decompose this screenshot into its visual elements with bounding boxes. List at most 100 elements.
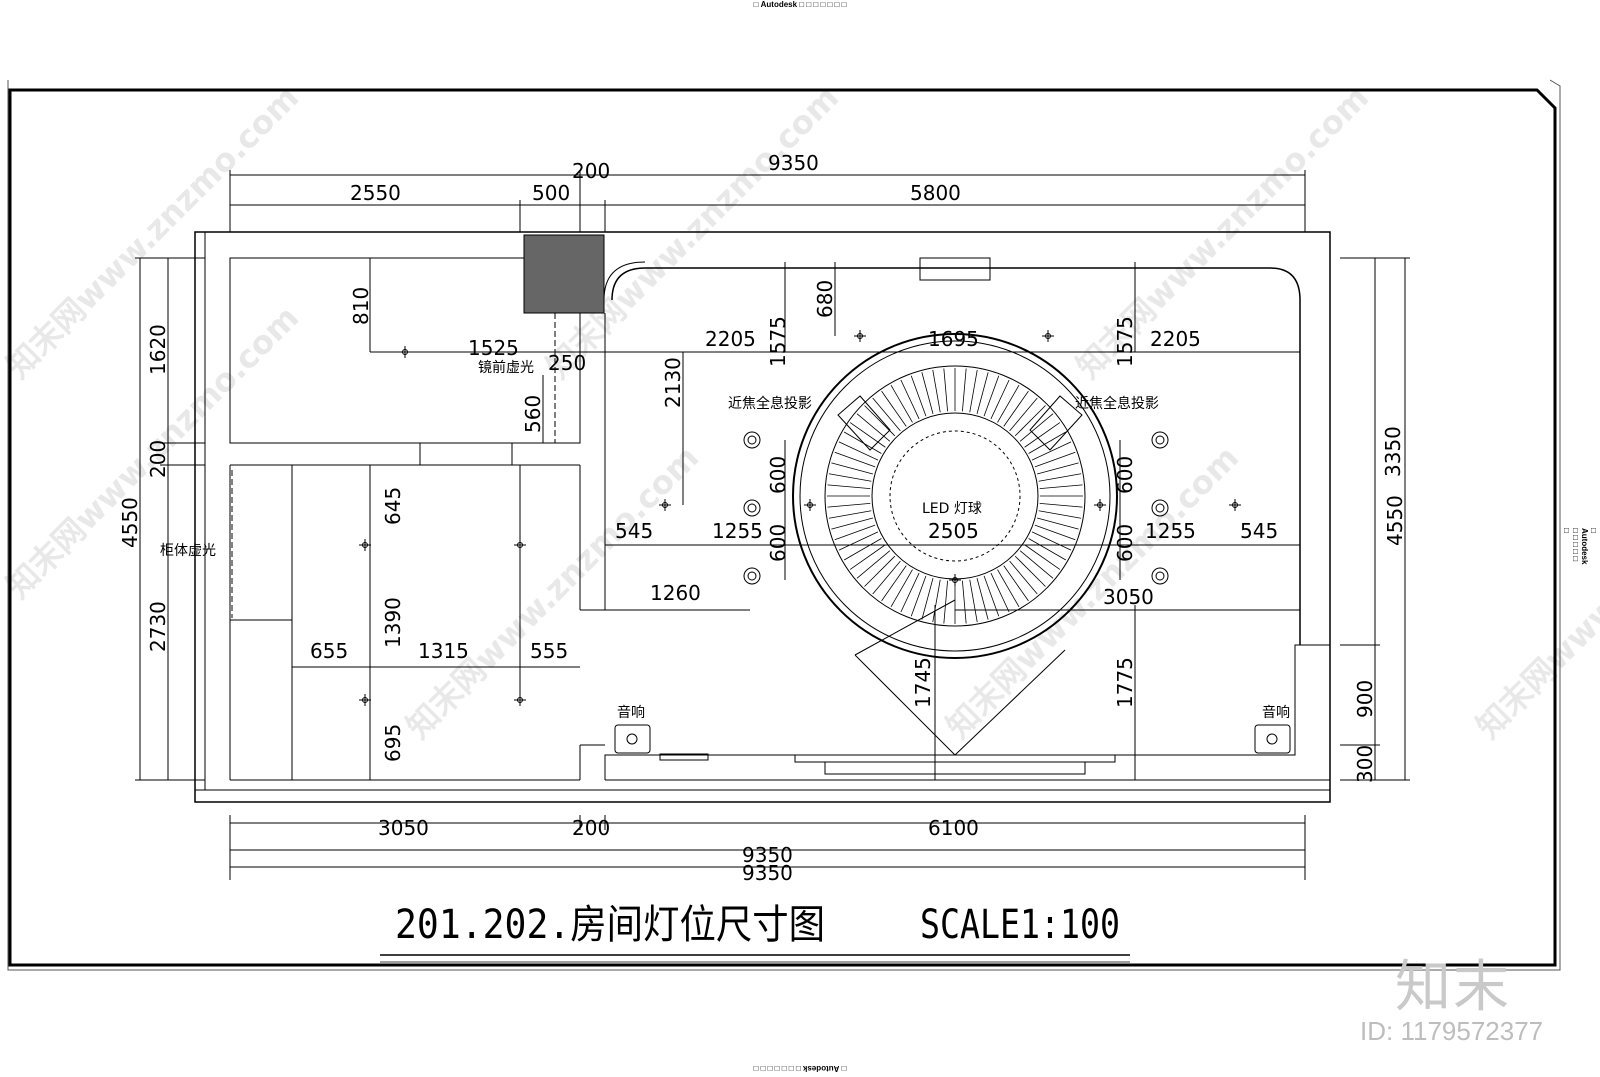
- dim-1695: 1695: [928, 327, 979, 351]
- label-mirror-light: 镜前虚光: [478, 359, 534, 376]
- dim-bottom-6100: 6100: [928, 816, 979, 840]
- dome-ray: [1028, 538, 1067, 561]
- dim-1575-left: 1575: [766, 316, 790, 367]
- dim-bottom-3050: 3050: [378, 816, 429, 840]
- dim-1775: 1775: [1113, 657, 1137, 708]
- dome-ray: [828, 473, 872, 482]
- spotlight-icon: [1151, 567, 1169, 585]
- dome-ray: [969, 369, 978, 413]
- drawing-title: 201.202.房间灯位尺寸图: [395, 902, 825, 948]
- spotlight-icon: [747, 571, 757, 581]
- dim-left-200: 200: [146, 440, 170, 478]
- dome-ray: [976, 372, 989, 414]
- spotlight-icon: [747, 435, 757, 445]
- dim-left-1620: 1620: [146, 324, 170, 375]
- dome-ray: [962, 580, 967, 624]
- downlight-icon: [804, 499, 816, 511]
- dome-ray: [827, 484, 871, 489]
- dim-right-4550: 4550: [1383, 495, 1407, 546]
- label-speaker-right: 音响: [1262, 704, 1290, 721]
- dim-1255-left: 1255: [712, 519, 763, 543]
- dome-ray: [856, 413, 891, 442]
- dim-top-5800: 5800: [910, 181, 961, 205]
- dome-ray: [1019, 413, 1054, 442]
- dome-ray: [962, 368, 967, 412]
- dome-ray: [1003, 565, 1029, 602]
- autodesk-print-banner-top: □ Autodesk □ □ □ □ □ □ □: [753, 0, 847, 9]
- spotlight-icon: [1151, 431, 1169, 449]
- label-cabinet-light: 柜体虚光: [160, 543, 216, 559]
- dim-655: 655: [310, 639, 348, 663]
- dome-ray: [881, 565, 907, 602]
- dome-ray: [828, 510, 872, 519]
- dome-ray: [921, 578, 934, 620]
- dome-ray: [910, 575, 927, 617]
- spotlight-icon: [1155, 435, 1165, 445]
- wardrobe-area: [229, 257, 581, 444]
- downlight-icon: [807, 502, 813, 508]
- spotlight-icon: [1155, 503, 1165, 513]
- dim-top-2550: 2550: [350, 181, 401, 205]
- dome-ray: [864, 555, 896, 587]
- dome-ray: [1003, 390, 1029, 427]
- dim-555: 555: [530, 639, 568, 663]
- dome-ray: [890, 569, 913, 608]
- dim-600-left-1: 600: [766, 456, 790, 494]
- dome-ray: [856, 550, 891, 579]
- dim-1315: 1315: [418, 639, 469, 663]
- downlight-icon: [1045, 333, 1051, 339]
- dome-ray: [827, 503, 871, 508]
- dome-ray: [1028, 431, 1067, 454]
- dome-ray: [976, 578, 989, 620]
- dome-ray: [1031, 531, 1072, 551]
- dimension-lines: [135, 170, 1410, 880]
- downlight-icon: [854, 330, 866, 342]
- spotlight-icon: [1155, 571, 1165, 581]
- dim-right-3350: 3350: [1381, 426, 1405, 477]
- dim-545-left: 545: [615, 519, 653, 543]
- dome-ray: [1014, 555, 1046, 587]
- downlight-icon: [1042, 330, 1054, 342]
- downlight-icon: [359, 694, 371, 706]
- dome-ray: [1039, 503, 1083, 508]
- dim-right-900: 900: [1353, 680, 1377, 718]
- dim-left-4550: 4550: [118, 497, 142, 548]
- dome-ray: [983, 375, 1000, 417]
- downlight-icon: [1097, 502, 1103, 508]
- dim-600-right-2: 600: [1113, 524, 1137, 562]
- dome-ray: [831, 517, 873, 530]
- spotlight-icon: [1151, 499, 1169, 517]
- dome-ray: [849, 422, 886, 448]
- dome-ray: [1037, 517, 1079, 530]
- dome-ray: [921, 372, 934, 414]
- spotlight-icon: [747, 503, 757, 513]
- dome-ray: [1034, 451, 1076, 468]
- downlight-icon: [949, 574, 961, 586]
- sheet-border: [8, 88, 1557, 967]
- dim-560: 560: [521, 395, 545, 433]
- downlight-icon: [362, 697, 368, 703]
- watermark-text: 知末网www.znzmo.com: [939, 438, 1246, 745]
- dome-ray: [1039, 484, 1083, 489]
- dome-ray: [900, 379, 920, 420]
- dim-695: 695: [381, 724, 405, 762]
- downlight-icon: [857, 333, 863, 339]
- spotlight-icon: [743, 431, 761, 449]
- dome-ray: [1014, 405, 1046, 437]
- dim-810: 810: [349, 287, 373, 325]
- dim-2205-left: 2205: [705, 327, 756, 351]
- room-outline: [194, 231, 1331, 803]
- downlight-icon: [952, 577, 958, 583]
- dim-2130: 2130: [661, 357, 685, 408]
- dome-ray: [932, 579, 941, 623]
- dim-1745: 1745: [911, 657, 935, 708]
- dome-ray: [997, 569, 1020, 608]
- dome-ray: [1009, 397, 1038, 432]
- spotlight-icon: [743, 499, 761, 517]
- dome-ray: [997, 384, 1020, 423]
- speaker-right-icon: [1254, 724, 1291, 754]
- dome-ray: [1034, 524, 1076, 541]
- dim-2505: 2505: [928, 519, 979, 543]
- dim-250: 250: [548, 351, 586, 375]
- dome-ray: [1019, 550, 1054, 579]
